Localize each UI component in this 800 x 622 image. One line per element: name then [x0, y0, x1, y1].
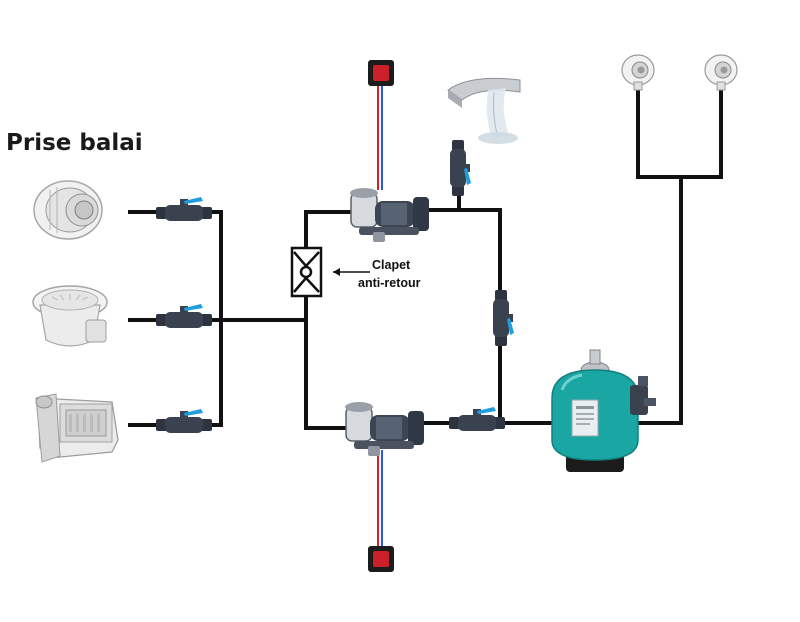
upper-pump-outlet-pipe [428, 208, 502, 425]
ball-valve-cascade[interactable] [450, 140, 471, 196]
pipe-network [128, 86, 723, 430]
waterfall-cascade [447, 77, 521, 144]
check-valve-label-line1: Clapet [372, 258, 411, 272]
return-nozzle-manifold [636, 86, 723, 179]
page-title: Prise balai [6, 130, 143, 156]
return-nozzle-right [704, 54, 738, 91]
power-switch-lower[interactable] [368, 546, 394, 572]
power-switch-upper[interactable] [368, 60, 394, 86]
sand-filter[interactable] [551, 349, 656, 472]
pump-upper[interactable] [349, 187, 430, 243]
return-nozzle-left [621, 54, 655, 91]
ball-valve-bypass[interactable] [493, 290, 514, 346]
power-wires [377, 86, 383, 546]
ball-valve-skimmer[interactable] [156, 409, 212, 433]
filter-return-pipe [626, 175, 683, 425]
check-valve-label-line2: anti-retour [358, 276, 421, 290]
check-valve[interactable] [290, 246, 323, 298]
floor-drain [32, 285, 108, 347]
check-valve-callout: Clapet anti-retour [333, 258, 421, 290]
pump-lower[interactable] [344, 401, 425, 457]
skimmer [35, 393, 119, 463]
left-riser-pipe [304, 210, 347, 430]
ball-valve-floor-drain[interactable] [156, 304, 212, 328]
wall-inlet-fitting [33, 180, 103, 240]
ball-valve-filter-inlet[interactable] [449, 407, 505, 431]
ball-valve-wall-inlet[interactable] [156, 197, 212, 221]
